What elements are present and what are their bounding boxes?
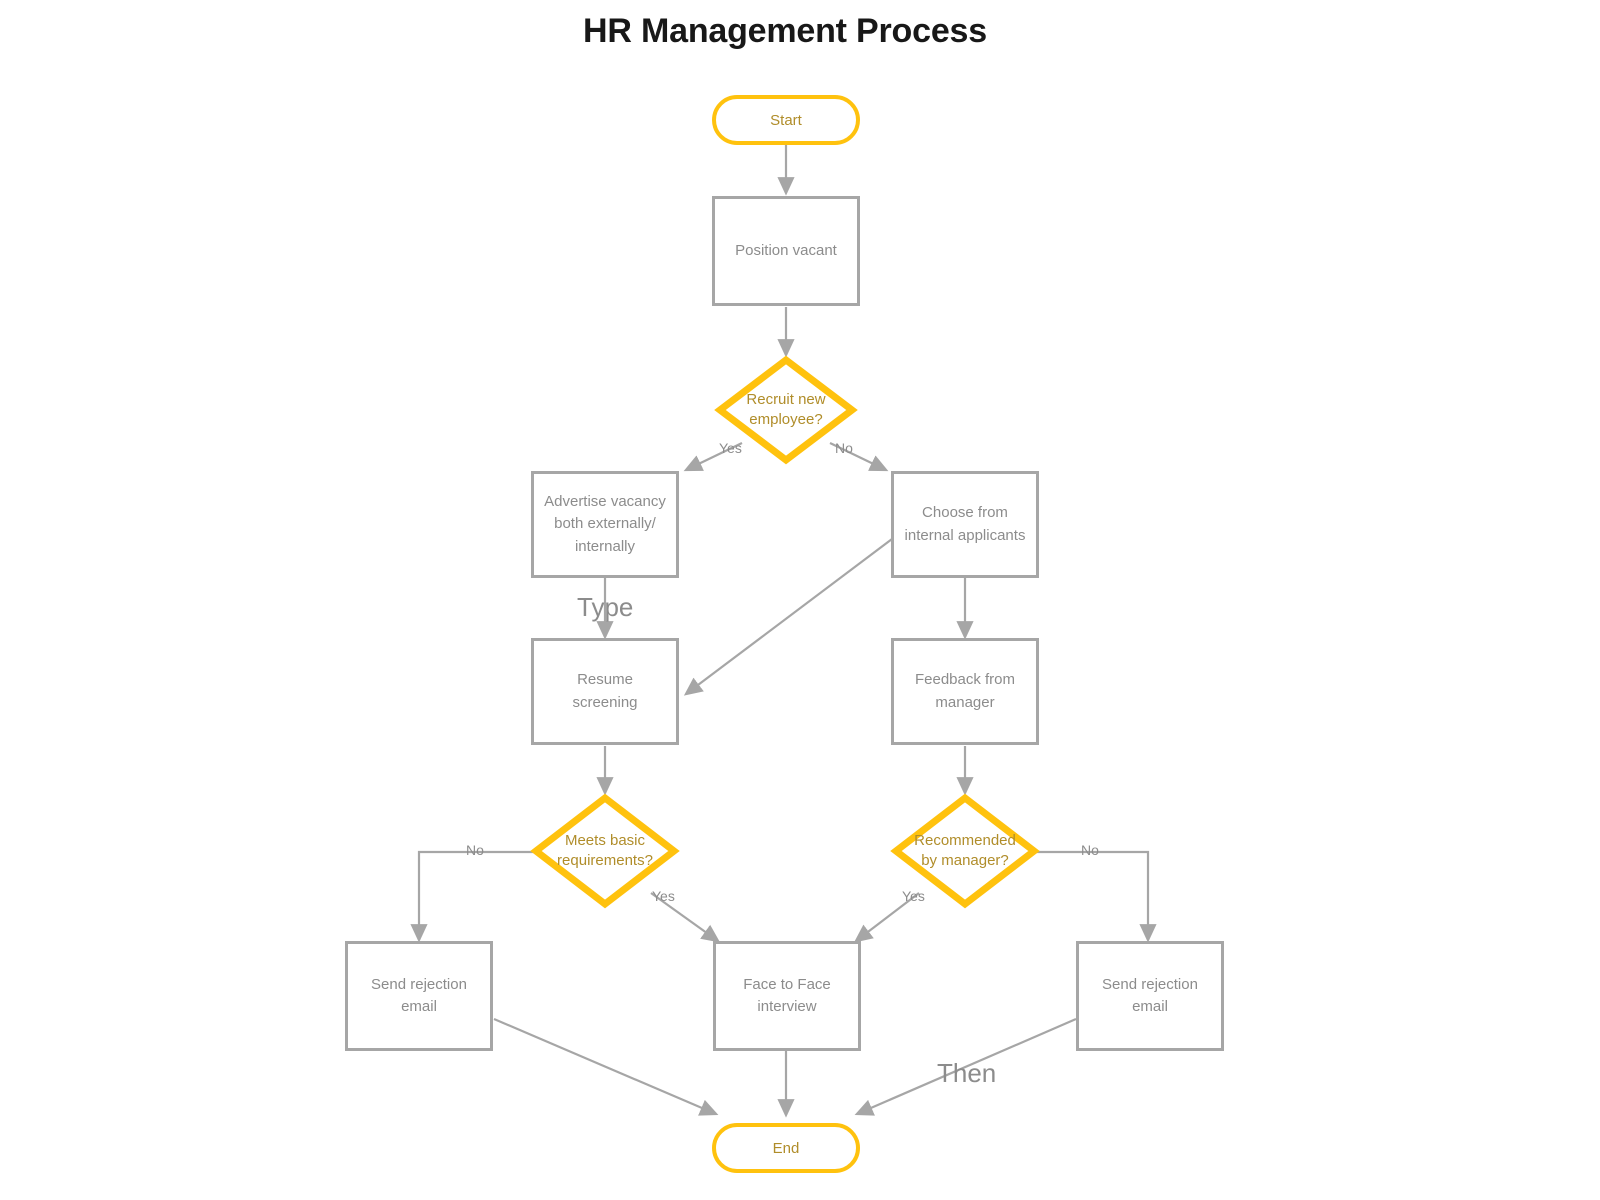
edge-choose-internal-to-resume-screening (683, 535, 897, 696)
edge-label-recruit-no: No (835, 440, 853, 456)
edge-rejection-right-to-end (854, 1017, 1077, 1116)
node-send-rejection-email-left-label: Send rejection email (371, 974, 467, 1019)
edge-meets-yes-to-interview (650, 892, 721, 943)
node-send-rejection-email-right-label: Send rejection email (1102, 974, 1198, 1019)
node-resume-screening-label: Resume screening (572, 669, 637, 714)
node-send-rejection-email-left[interactable]: Send rejection email (345, 941, 493, 1051)
feedback-line1: Feedback from (914, 671, 1016, 688)
resume-screening-line2: screening (572, 693, 638, 711)
choose-internal-line2: internal applicants (904, 526, 1026, 544)
node-face-to-face-interview[interactable]: Face to Face interview (713, 941, 861, 1051)
node-start-label: Start (770, 111, 802, 129)
rejection-left-line1: Send rejection (371, 975, 467, 993)
edge-recommended-yes-to-interview (853, 892, 920, 943)
node-end[interactable]: End (712, 1123, 860, 1173)
node-feedback-from-manager[interactable]: Feedback from manager (891, 638, 1039, 745)
edge-label-meets-no: No (466, 842, 484, 858)
rejection-right-line1: Send rejection (1102, 975, 1198, 993)
rejection-left-line2: email (401, 998, 437, 1015)
node-send-rejection-email-right[interactable]: Send rejection email (1076, 941, 1224, 1051)
annotation-then: Then (937, 1058, 997, 1088)
node-choose-internal-applicants[interactable]: Choose from internal applicants (891, 471, 1039, 578)
node-advertise-vacancy-label: Advertise vacancy both externally/ inter… (544, 491, 666, 559)
node-start[interactable]: Start (712, 95, 860, 145)
edge-recommended-no-to-rejection-right (1034, 850, 1157, 943)
edge-recruit-yes-to-advertise (683, 442, 743, 472)
edge-recruit-no-to-choose-internal (829, 442, 889, 472)
edge-label-recommended-no: No (1081, 842, 1099, 858)
rejection-right-line2: email (1132, 998, 1168, 1015)
node-feedback-from-manager-label: Feedback from manager (915, 669, 1015, 714)
advertise-line2: both externally/ (554, 515, 656, 533)
choose-internal-line1: Choose from (922, 504, 1008, 521)
edge-label-recommended-yes: Yes (902, 888, 925, 904)
node-advertise-vacancy[interactable]: Advertise vacancy both externally/ inter… (531, 471, 679, 578)
edge-label-recruit-yes: Yes (719, 440, 742, 456)
resume-screening-line1: Resume (577, 671, 633, 688)
interview-line2: interview (757, 998, 817, 1015)
node-position-vacant[interactable]: Position vacant (712, 196, 860, 306)
advertise-line1: Advertise vacancy (544, 492, 666, 510)
edge-label-meets-yes: Yes (652, 888, 675, 904)
page-title: HR Management Process (583, 12, 987, 50)
node-resume-screening[interactable]: Resume screening (531, 638, 679, 745)
interview-line1: Face to Face (743, 975, 831, 993)
meets-requirements-shape (530, 793, 680, 909)
edge-meets-no-to-rejection-left (410, 850, 536, 943)
recruit-decision-shape (714, 355, 858, 465)
node-face-to-face-interview-label: Face to Face interview (743, 974, 831, 1019)
annotation-type: Type (577, 592, 634, 622)
node-position-vacant-label: Position vacant (735, 241, 837, 259)
advertise-line3: internally (574, 537, 635, 555)
node-choose-internal-applicants-label: Choose from internal applicants (905, 502, 1026, 547)
recommended-by-manager-shape (890, 793, 1040, 909)
feedback-line2: manager (935, 693, 995, 711)
edge-rejection-left-to-end (493, 1017, 719, 1116)
node-end-label: End (772, 1139, 800, 1157)
